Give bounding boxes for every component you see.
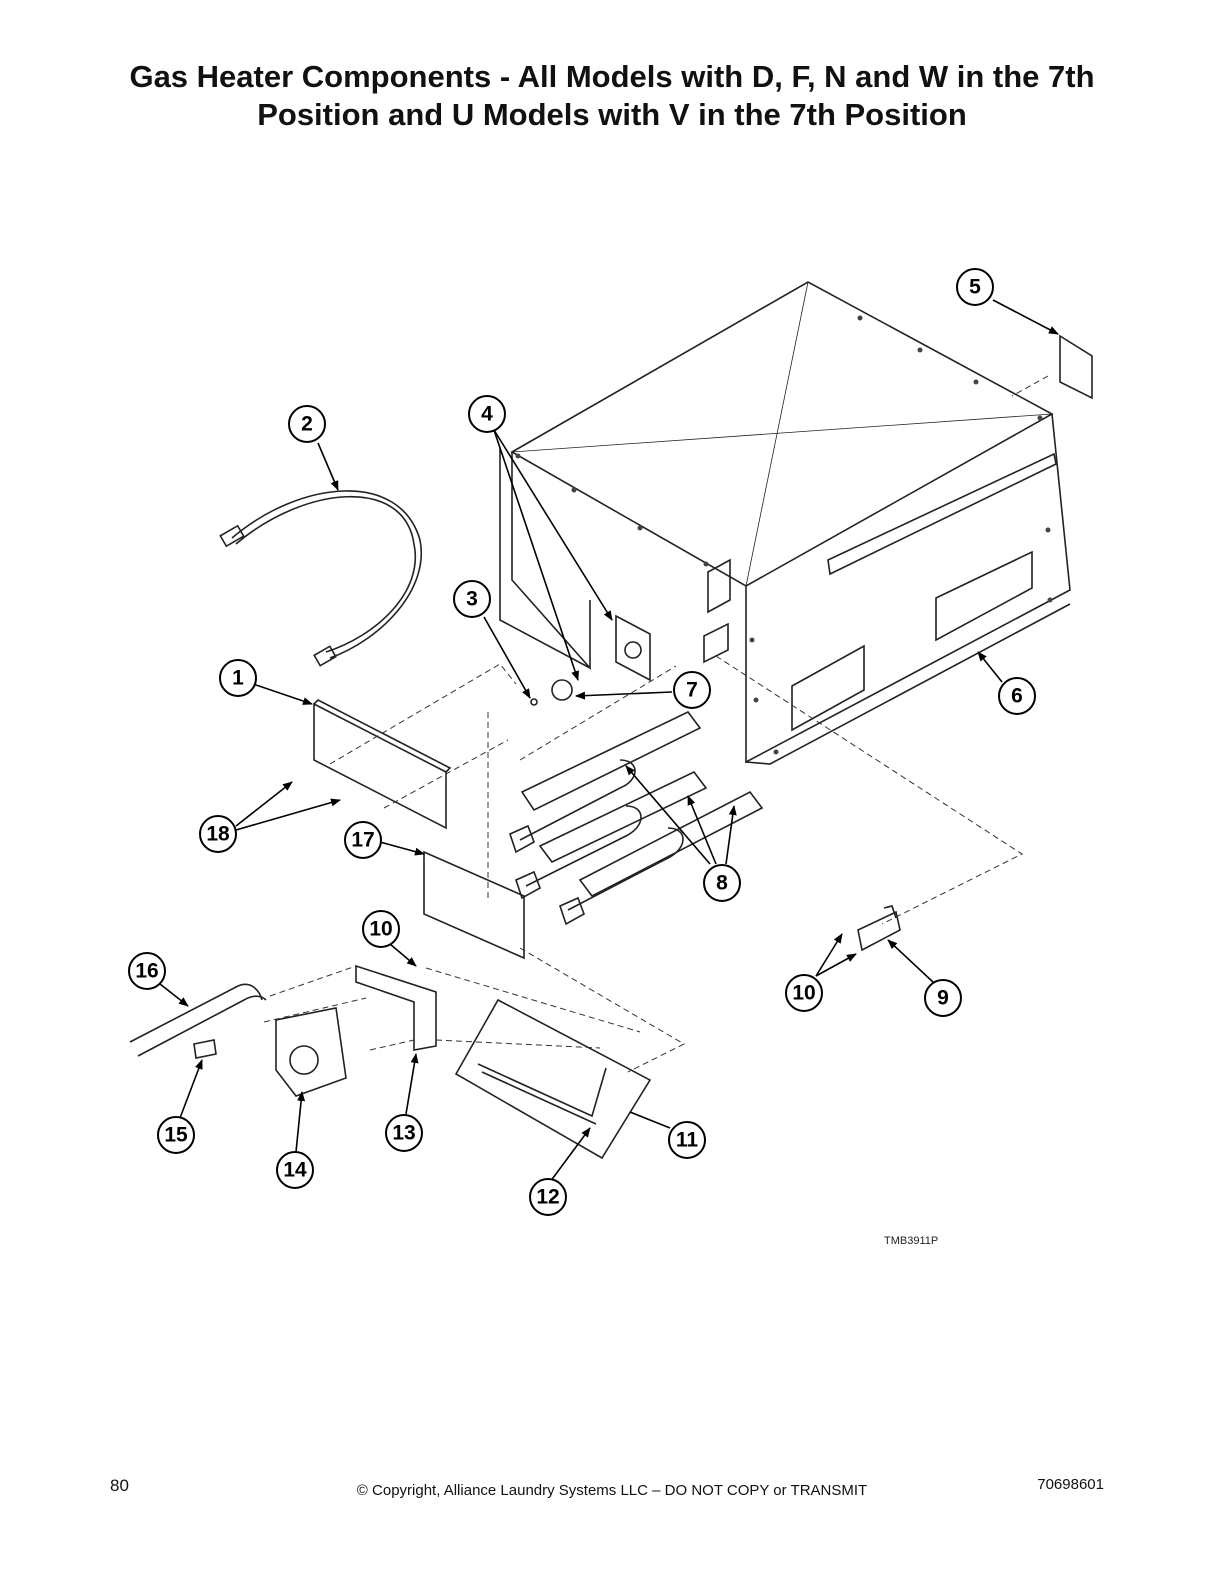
svg-text:15: 15: [164, 1124, 188, 1147]
callout-7: 7: [673, 671, 711, 709]
igniter: [857, 905, 901, 952]
leader-arrows: [159, 299, 1059, 1183]
title-line-1: Gas Heater Components - All Models with …: [129, 59, 1095, 94]
svg-text:1: 1: [232, 667, 244, 690]
callout-10-igniter: 10: [785, 974, 823, 1012]
svg-text:12: 12: [536, 1186, 559, 1209]
svg-text:10: 10: [369, 918, 392, 941]
drawing-reference: TMB3911P: [884, 1235, 938, 1247]
callout-14: 14: [276, 1151, 314, 1189]
svg-text:7: 7: [686, 679, 698, 702]
callout-4: 4: [468, 395, 506, 433]
mounting-bracket: [313, 699, 452, 830]
callout-13: 13: [385, 1114, 423, 1152]
callout-11: 11: [668, 1121, 706, 1159]
svg-text:4: 4: [481, 403, 493, 426]
callout-5: 5: [956, 268, 994, 306]
page-title: Gas Heater Components - All Models with …: [60, 58, 1164, 134]
callout-15: 15: [157, 1116, 195, 1154]
svg-text:18: 18: [206, 823, 230, 846]
callout-18: 18: [199, 815, 237, 853]
svg-text:11: 11: [676, 1129, 699, 1152]
gas-pipe: [129, 983, 267, 1059]
svg-text:13: 13: [392, 1122, 415, 1145]
svg-text:5: 5: [969, 276, 981, 299]
svg-text:14: 14: [283, 1159, 307, 1182]
callout-3: 3: [453, 580, 491, 618]
svg-text:17: 17: [351, 829, 374, 852]
callout-9: 9: [924, 979, 962, 1017]
svg-text:3: 3: [466, 588, 478, 611]
sensor-cable: [219, 490, 423, 667]
page-number: 80: [110, 1476, 129, 1495]
valve-bracket: [355, 964, 437, 1051]
svg-text:6: 6: [1011, 685, 1023, 708]
svg-text:8: 8: [716, 872, 728, 895]
assembly-guide-lines: [263, 375, 1049, 1073]
housing-fasteners: [515, 315, 1053, 755]
burner-shield: [423, 850, 525, 960]
svg-text:2: 2: [301, 413, 313, 436]
heater-housing: [499, 281, 1071, 765]
copyright-notice: © Copyright, Alliance Laundry Systems LL…: [356, 1482, 868, 1499]
cover-plate: [1059, 334, 1093, 400]
title-line-2: Position and U Models with V in the 7th …: [257, 97, 967, 132]
document-number: 70698601: [1037, 1476, 1104, 1493]
flame-sensor: [530, 679, 573, 706]
svg-text:9: 9: [937, 987, 949, 1010]
callout-2: 2: [288, 405, 326, 443]
gas-valve: [275, 1007, 347, 1097]
callout-1: 1: [219, 659, 257, 697]
callout-12: 12: [529, 1178, 567, 1216]
callout-16: 16: [128, 952, 166, 990]
callout-8: 8: [703, 864, 741, 902]
svg-text:16: 16: [135, 960, 158, 983]
manifold-assembly: [454, 998, 652, 1160]
svg-text:10: 10: [792, 982, 815, 1005]
callout-10: 10: [362, 910, 400, 948]
callout-6: 6: [998, 677, 1036, 715]
callout-17: 17: [344, 821, 382, 859]
